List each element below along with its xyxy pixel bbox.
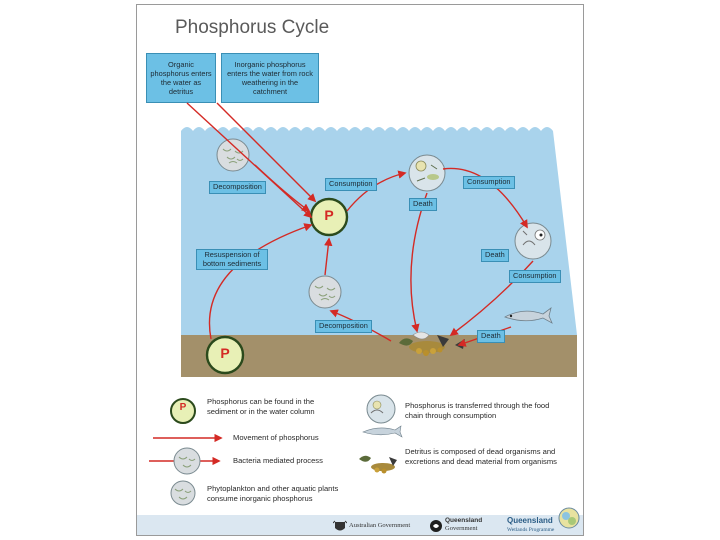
legend-p-text: Phosphorus can be found in the sediment …	[207, 397, 315, 416]
p-node-water-label: P	[324, 207, 334, 223]
qld-gov-logo-icon	[430, 520, 442, 532]
poster: Phosphorus Cycle Organic phosphorus ente…	[136, 4, 584, 536]
label-decomposition-top: Decomposition	[209, 181, 266, 194]
p-node-sediment-label: P	[220, 345, 230, 361]
label-death-3: Death	[477, 330, 505, 343]
label-resuspension: Resuspension of bottom sediments	[196, 249, 268, 270]
qld-wetlands-logo-line2: Wetlands Programme	[507, 527, 555, 533]
legend-phyto	[170, 480, 196, 506]
inorganic-source-box: Inorganic phosphorus enters the water fr…	[221, 53, 319, 103]
aus-gov-logo-text: Australian Government	[349, 522, 411, 529]
organic-source-box: Organic phosphorus enters the water as d…	[146, 53, 216, 103]
label-consumption-2: Consumption	[463, 176, 515, 189]
aus-gov-crest-icon	[333, 520, 347, 531]
page-title: Phosphorus Cycle	[175, 17, 330, 38]
legend-graphics	[149, 394, 403, 506]
label-death-1: Death	[409, 198, 437, 211]
legend-food-chain	[362, 394, 403, 438]
label-consumption-1: Consumption	[325, 178, 377, 191]
legend-p-label: P	[179, 402, 187, 413]
qld-gov-logo-text: Queensland Government	[445, 517, 482, 533]
p-node-sediment	[205, 335, 245, 375]
qld-wetlands-logo-line1: Queensland	[507, 516, 553, 525]
qld-gov-logo-line2: Government	[445, 525, 478, 532]
legend-bacteria-text: Bacteria mediated process	[233, 456, 323, 465]
footer-bar: Australian Government Queensland Governm…	[137, 507, 583, 535]
legend-movement-text: Movement of phosphorus	[233, 433, 319, 442]
qld-wetlands-logo-text: Queensland Wetlands Programme	[507, 517, 554, 534]
label-death-2: Death	[481, 249, 509, 262]
flow-arrows	[186, 102, 534, 347]
legend-phyto-text: Phytoplankton and other aquatic plants c…	[207, 484, 339, 503]
label-decomposition-bottom: Decomposition	[315, 320, 372, 333]
legend-bacteria	[149, 447, 221, 475]
label-consumption-3: Consumption	[509, 270, 561, 283]
legend-food-chain-text: Phosphorus is transferred through the fo…	[405, 401, 550, 420]
legend-detritus-text: Detritus is composed of dead organisms a…	[405, 447, 557, 466]
qld-gov-logo-line1: Queensland	[445, 517, 483, 524]
legend-detritus	[359, 455, 397, 474]
sediment-layer	[181, 335, 577, 377]
qld-wetlands-logo-icon	[558, 507, 580, 529]
legend-p-node	[170, 398, 196, 424]
bacteria-circle-top	[216, 138, 250, 172]
bacteria-circle-bottom	[308, 275, 342, 309]
zooplankton-circle-right	[514, 222, 552, 260]
fish-shape	[504, 307, 553, 324]
zooplankton-circle-top	[408, 154, 446, 192]
